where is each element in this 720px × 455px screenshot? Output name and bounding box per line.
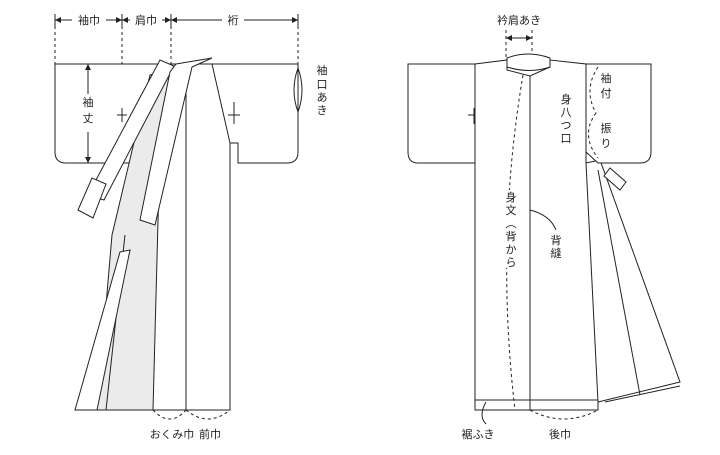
mae-haba-label: 前巾 (199, 427, 221, 441)
sode-take-char-1: 袖 (83, 95, 94, 109)
mi-take-char-2: 文 (506, 203, 517, 217)
okumi-haba-label: おくみ巾 (150, 427, 194, 441)
sebui-char-2: 縫 (551, 246, 562, 260)
sode-tsuke-arc (589, 66, 599, 114)
arrow-icon (165, 17, 171, 23)
eri-kata-aki-label: 衿肩あき (497, 13, 541, 27)
arrow-icon (526, 35, 532, 41)
mi-take-char-3: ︵ (506, 217, 517, 230)
back-side-panel (585, 159, 681, 403)
arrow-icon (506, 35, 512, 41)
sode-haba-label: 袖巾 (78, 13, 100, 27)
suso-fuki-label: 裾ふき (462, 427, 495, 441)
mi-take-char-6: ら (506, 256, 517, 269)
mi-take-curve (506, 74, 524, 411)
sodeguchi-char-3: あ (317, 91, 328, 104)
back-right-sleeve (585, 63, 652, 164)
arrow-icon (292, 17, 298, 23)
sodeguchi-char-4: き (317, 104, 328, 117)
mi-yatsuguchi-char-3: つ (561, 119, 572, 132)
sebui-char-1: 背 (551, 233, 562, 247)
kata-haba-label: 肩巾 (135, 13, 157, 27)
back-kimono: 衿肩あき 袖 付 身 八 つ 口 振 り (407, 13, 681, 441)
mi-yatsuguchi-char-2: 八 (561, 106, 572, 119)
furi-char-2: り (601, 137, 612, 150)
arrow-icon (116, 17, 122, 23)
arrow-icon (122, 17, 128, 23)
sode-tsuke-char-2: 付 (601, 87, 612, 100)
ushiro-haba-label: 後巾 (549, 427, 571, 441)
right-collar (139, 57, 213, 226)
sodeguchi-opening (293, 67, 299, 113)
sode-tsuke-char-1: 袖 (601, 71, 612, 85)
back-body (474, 59, 599, 411)
arrow-icon (55, 17, 61, 23)
mi-yatsuguchi-char-1: 身 (561, 92, 572, 106)
back-collar (506, 53, 551, 71)
sode-take-char-2: 丈 (83, 112, 94, 125)
sodeguchi-char-1: 袖 (317, 63, 328, 77)
mi-take-char-4: 背 (506, 229, 517, 243)
sodeguchi-char-2: 口 (317, 78, 328, 91)
arrow-icon (85, 157, 91, 163)
yuki-label: 裄 (228, 14, 239, 27)
back-left-sleeve (407, 63, 476, 164)
furi-char-1: 振 (601, 121, 612, 135)
mi-yatsuguchi-char-4: 口 (561, 132, 572, 145)
arrow-icon (85, 64, 91, 70)
arrow-icon (171, 17, 177, 23)
mi-take-char-1: 身 (506, 190, 517, 204)
front-kimono: 袖巾 肩巾 裄 袖 丈 (54, 13, 328, 441)
mi-take-char-5: か (506, 243, 517, 256)
